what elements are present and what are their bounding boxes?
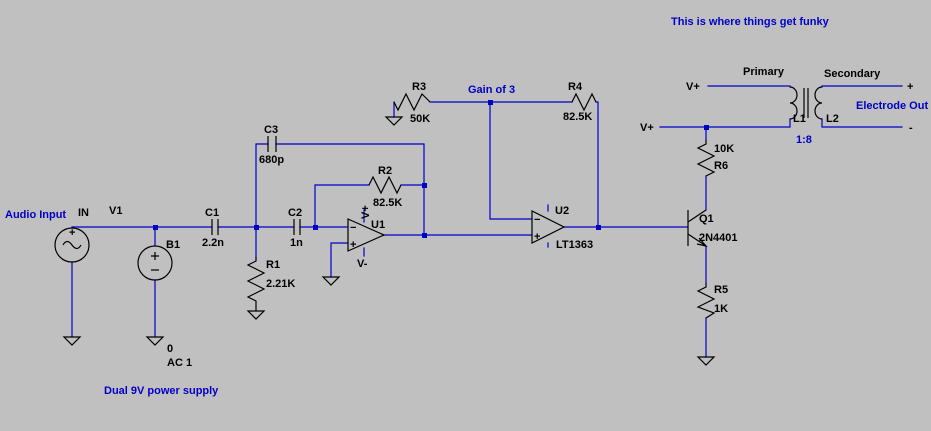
resistor-r4 xyxy=(571,92,597,112)
label-r6-value: 10K xyxy=(714,143,734,155)
net-label-vplus-mid: V+ xyxy=(640,122,654,134)
svg-text:−: − xyxy=(534,214,540,226)
label-u2-name: U2 xyxy=(555,205,569,217)
resistor-r5 xyxy=(696,283,716,319)
label-secondary: Secondary xyxy=(824,68,881,80)
label-q1-name: Q1 xyxy=(699,213,714,225)
note-electrode-out: Electrode Out xyxy=(856,100,928,112)
net-label-v1: V1 xyxy=(109,205,122,217)
label-u1-vminus: V- xyxy=(357,258,368,270)
label-r1-name: R1 xyxy=(266,259,280,271)
label-r4-name: R4 xyxy=(568,81,583,93)
junctions xyxy=(153,100,709,238)
label-b1-value-2: AC 1 xyxy=(167,357,192,369)
label-r4-value: 82.5K xyxy=(563,111,592,123)
label-u1-name: U1 xyxy=(371,219,385,231)
note-funky: This is where things get funky xyxy=(671,16,830,28)
transistor-q1 xyxy=(687,209,708,247)
opamp-u1: − + xyxy=(347,218,386,252)
label-c1-name: C1 xyxy=(205,207,219,219)
note-ratio: 1:8 xyxy=(796,134,812,146)
transformer-core xyxy=(803,88,809,118)
net-label-plus: + xyxy=(907,81,913,93)
label-r3-value: 50K xyxy=(410,113,430,125)
resistor-r3 xyxy=(393,92,431,112)
label-l2: L2 xyxy=(826,113,839,125)
ground-symbols xyxy=(62,116,716,366)
opamp-u2: − + xyxy=(531,210,566,244)
resistor-r2 xyxy=(368,175,402,195)
note-audio-input: Audio Input xyxy=(5,209,66,221)
resistor-r1 xyxy=(246,257,266,311)
capacitor-c1 xyxy=(211,219,219,235)
label-c3-value: 680p xyxy=(259,154,284,166)
label-q1-part: 2N4401 xyxy=(699,232,738,244)
label-c2-value: 1n xyxy=(290,237,303,249)
label-b1-name: B1 xyxy=(166,239,180,251)
label-r5-value: 1K xyxy=(714,303,728,315)
label-primary: Primary xyxy=(743,66,785,78)
label-r2-name: R2 xyxy=(378,165,392,177)
label-r3-name: R3 xyxy=(412,81,426,93)
capacitor-c3 xyxy=(267,136,277,152)
note-power-supply: Dual 9V power supply xyxy=(104,385,219,397)
capacitor-c2 xyxy=(293,219,301,235)
net-label-vplus-top: V+ xyxy=(686,81,700,93)
note-gain: Gain of 3 xyxy=(468,84,515,96)
svg-text:+: + xyxy=(69,227,75,239)
label-r6-name: R6 xyxy=(714,160,728,172)
inductor-l1 xyxy=(789,86,798,120)
label-r2-value: 82.5K xyxy=(373,197,402,209)
label-b1-value-1: 0 xyxy=(167,343,173,355)
label-l1: L1 xyxy=(793,113,806,125)
svg-text:−: − xyxy=(350,222,356,234)
inductor-l2 xyxy=(814,86,823,120)
voltage-source-v1: + xyxy=(54,227,90,263)
net-label-minus: - xyxy=(909,122,913,134)
label-u1-vplus: V+ xyxy=(360,205,372,219)
label-c1-value: 2.2n xyxy=(202,237,224,249)
label-c2-name: C2 xyxy=(288,207,302,219)
svg-text:+: + xyxy=(534,231,540,243)
label-r1-value: 2.21K xyxy=(266,278,295,290)
svg-text:+: + xyxy=(350,239,356,251)
net-label-in: IN xyxy=(78,207,89,219)
wires xyxy=(71,85,903,358)
label-c3-name: C3 xyxy=(264,124,278,136)
label-r5-name: R5 xyxy=(714,284,728,296)
label-u2-part: LT1363 xyxy=(556,239,593,251)
source-b1 xyxy=(137,245,173,281)
resistor-r6 xyxy=(696,140,716,177)
